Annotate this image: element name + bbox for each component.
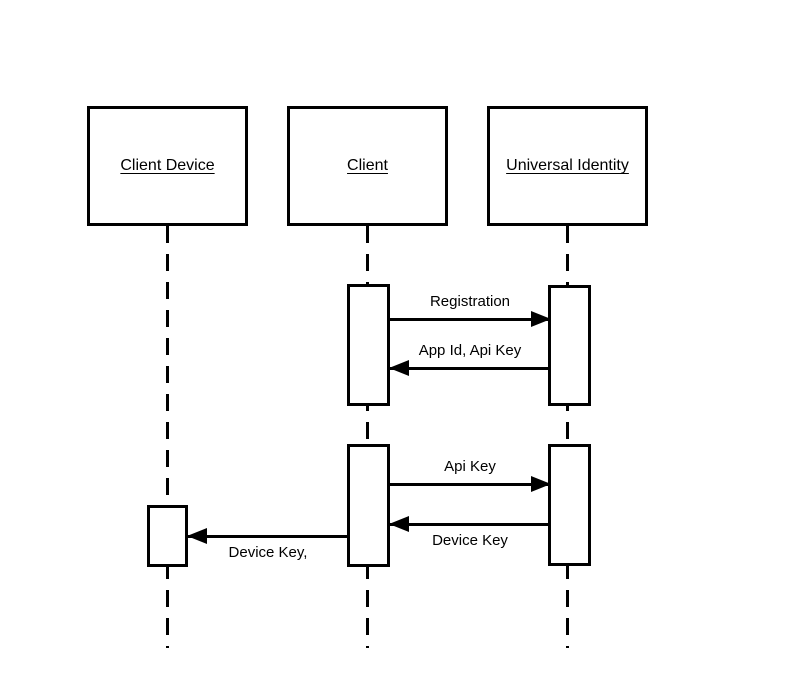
- message-label-api-key: Api Key: [444, 458, 496, 475]
- lifeline-line-client-device: [166, 226, 169, 648]
- arrowhead-right-icon: [531, 311, 551, 327]
- message-line: [390, 367, 550, 370]
- lifeline-label-client: Client: [347, 157, 388, 174]
- arrowhead-left-icon: [389, 516, 409, 532]
- lifeline-label-client-device: Client Device: [120, 157, 215, 174]
- message-label-device-key-to-device: Device Key,: [228, 544, 308, 561]
- arrowhead-left-icon: [187, 528, 207, 544]
- lifeline-line-client: [366, 226, 369, 648]
- message-line: [390, 483, 550, 486]
- activation-client-device[interactable]: [147, 505, 188, 567]
- arrowhead-right-icon: [531, 476, 551, 492]
- message-line: [390, 523, 550, 526]
- lifeline-head-client-device[interactable]: Client Device: [87, 106, 248, 226]
- activation-client-upper[interactable]: [347, 284, 390, 406]
- lifeline-line-universal-identity: [566, 226, 569, 648]
- activation-universal-identity-upper[interactable]: [548, 285, 591, 406]
- message-line: [188, 535, 348, 538]
- lifeline-label-universal-identity: Universal Identity: [506, 157, 629, 174]
- arrowhead-left-icon: [389, 360, 409, 376]
- activation-client-lower[interactable]: [347, 444, 390, 567]
- lifeline-head-client[interactable]: Client: [287, 106, 448, 226]
- activation-universal-identity-lower[interactable]: [548, 444, 591, 566]
- lifeline-head-universal-identity[interactable]: Universal Identity: [487, 106, 648, 226]
- message-label-device-key: Device Key: [432, 532, 508, 549]
- message-label-app-id-api-key: App Id, Api Key: [418, 342, 522, 359]
- message-line: [390, 318, 550, 321]
- message-label-registration: Registration: [429, 293, 511, 310]
